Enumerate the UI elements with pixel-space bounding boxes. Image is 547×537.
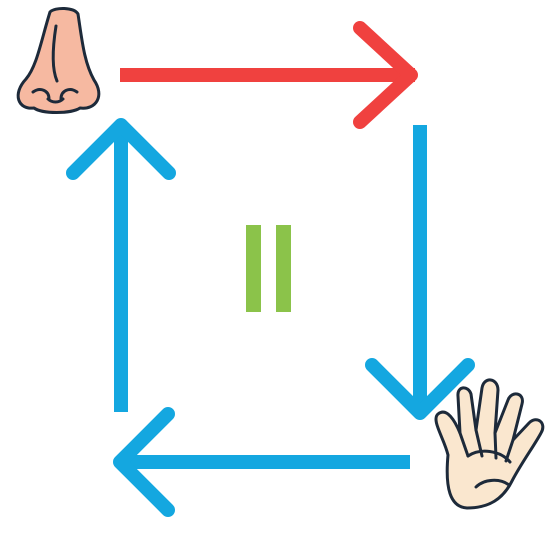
hand-icon <box>434 378 545 510</box>
arrow-right-down <box>365 125 475 420</box>
center-bars <box>246 225 291 312</box>
arrow-top-right <box>120 21 418 129</box>
arrow-left-up <box>66 118 176 412</box>
nose-icon <box>16 7 101 114</box>
arrow-bottom-left <box>113 407 410 517</box>
